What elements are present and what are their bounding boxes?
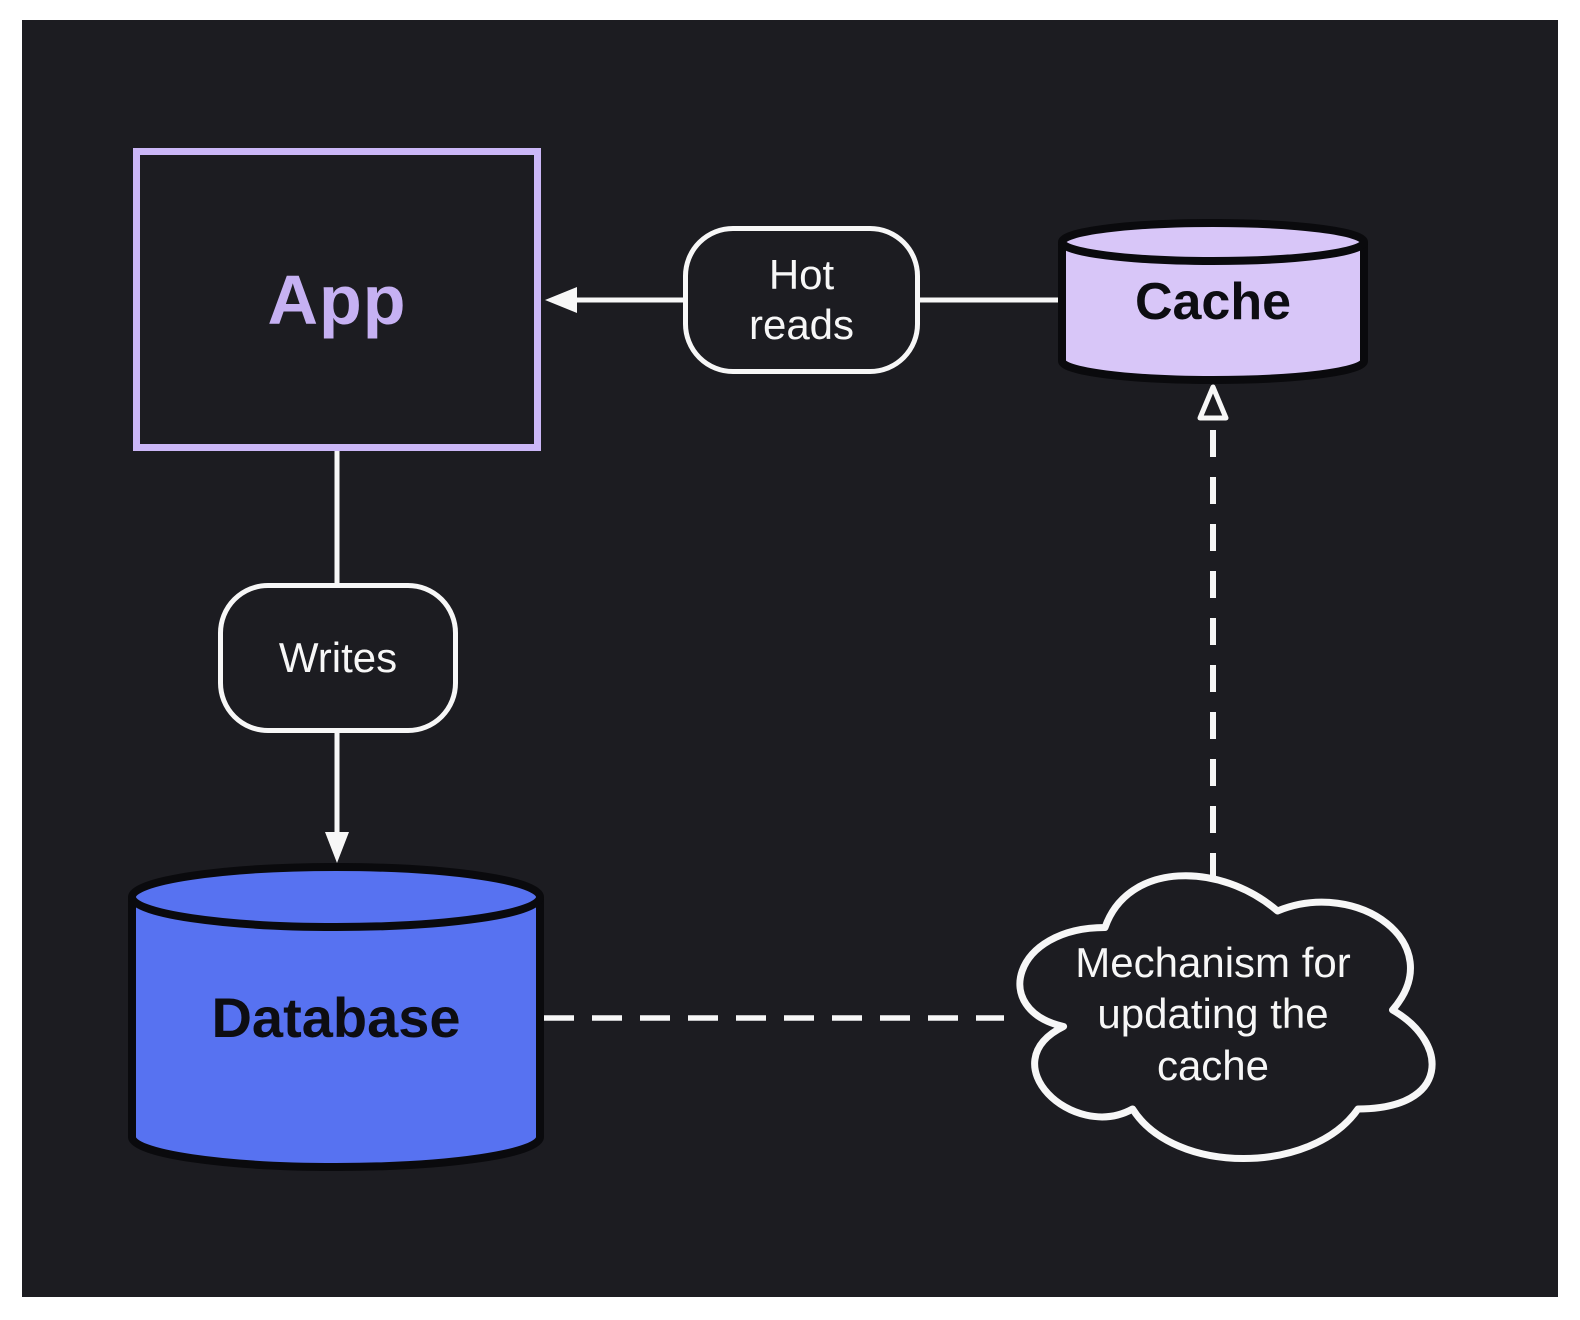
cache-node-label: Cache: [1134, 273, 1292, 331]
writes-edge-label: Writes: [278, 634, 398, 682]
database-node-label: Database: [211, 985, 461, 1049]
app-node-label: App: [267, 260, 407, 339]
hot-reads-edge-label-pill: Hot reads: [683, 226, 920, 374]
mechanism-cloud-shape: [1016, 872, 1436, 1162]
mechanism-cloud-node: Mechanism for updating the cache: [1038, 900, 1388, 1128]
app-node: App: [133, 148, 541, 451]
cache-cylinder-rim: [1058, 240, 1368, 265]
hot-reads-edge-label: Hot reads: [748, 251, 855, 348]
arrowhead-into-app: [545, 287, 577, 313]
database-cylinder-shape: [128, 863, 544, 1171]
database-node: Database: [132, 877, 540, 1157]
writes-edge-label-pill: Writes: [218, 583, 458, 733]
arrowhead-into-database: [325, 832, 349, 863]
mechanism-cloud-label: Mechanism for updating the cache: [1075, 939, 1351, 1089]
database-cylinder-rim: [128, 896, 544, 931]
cache-node: Cache: [1062, 232, 1364, 372]
arrowhead-into-cache: [1197, 384, 1229, 421]
